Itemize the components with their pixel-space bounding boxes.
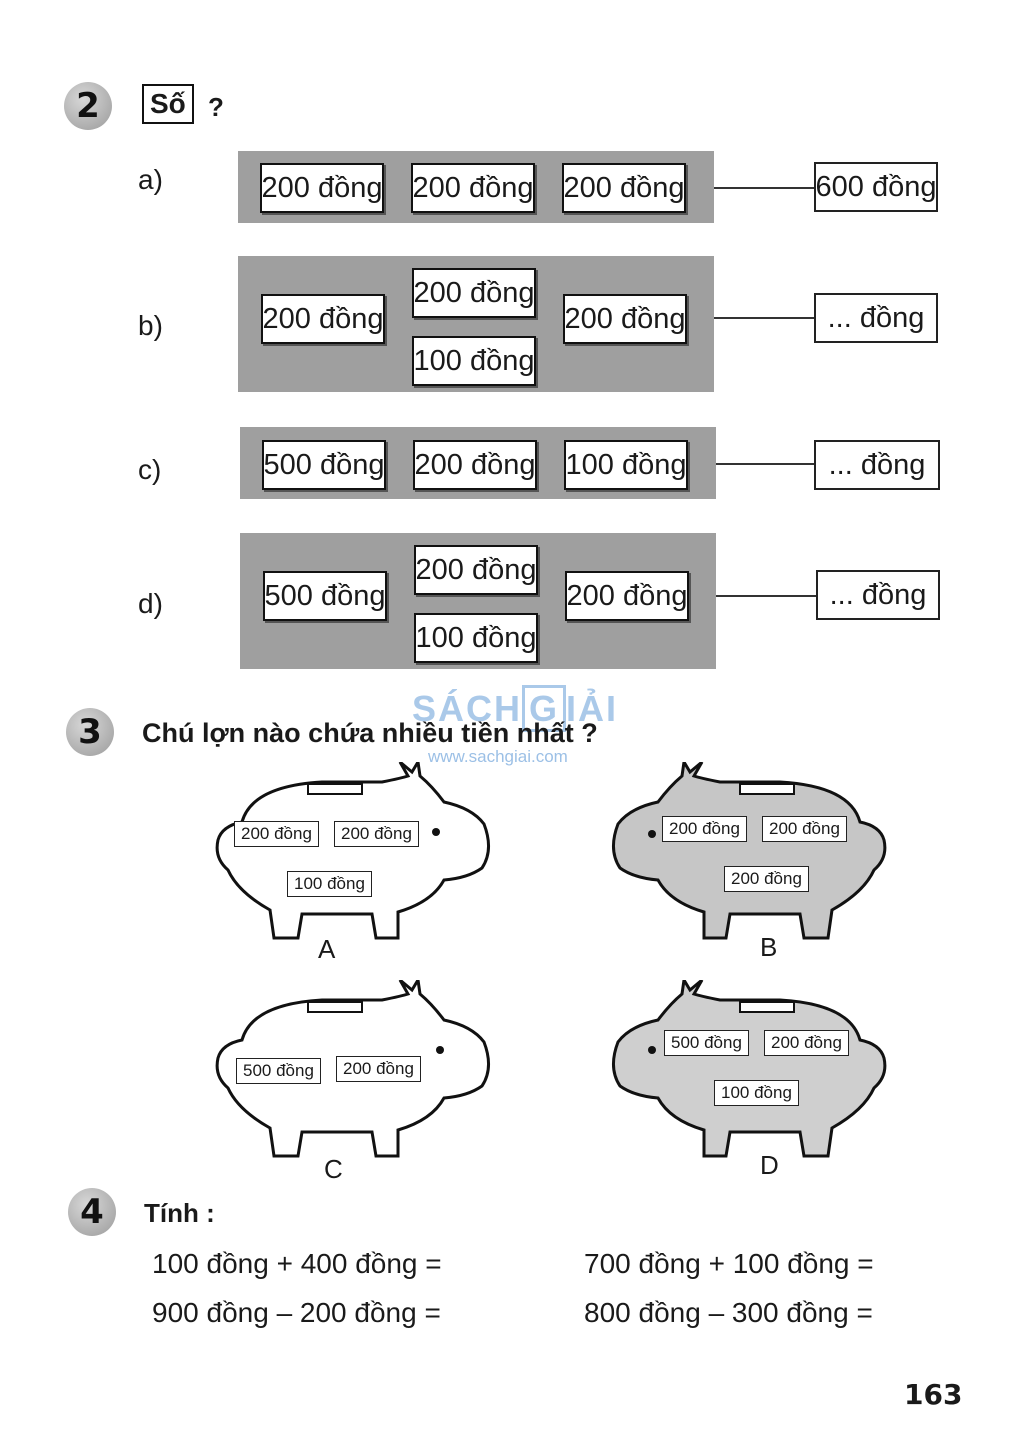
money-note: 200 đồng [414,545,538,595]
money-note: 500 đồng [263,571,387,621]
money-note: 200 đồng [411,163,535,213]
pig-label-d: D [760,1150,779,1180]
exercise-4-badge: 4 [68,1188,116,1236]
piggy-bank-a [215,762,490,940]
row-c-label: c) [138,454,162,485]
exercise-2-badge: 2 [64,82,112,130]
money-note: 500 đồng [262,440,386,490]
exercise-number: 3 [78,712,102,752]
row-b-label: b) [138,310,163,341]
exercise-number: 4 [80,1192,104,1232]
piggy-bank-b [612,762,887,940]
money-note: 500 đồng [236,1058,321,1084]
money-note: 200 đồng [413,440,537,490]
calc-expression: 900 đồng – 200 đồng = [152,1297,441,1328]
pig-label-c: C [324,1154,343,1184]
money-note: 500 đồng [664,1030,749,1056]
exercise-3-question: Chú lợn nào chứa nhiều tiền nhất ? [142,718,598,748]
page-number: 163 [904,1378,963,1411]
money-note: 200 đồng [234,821,319,847]
money-note: 200 đồng [336,1056,421,1082]
row-a-result: 600 đồng [814,162,938,212]
money-note: 100 đồng [564,440,688,490]
exercise-2-title-suffix: ? [208,92,224,122]
exercise-3-badge: 3 [66,708,114,756]
money-note: 200 đồng [563,294,687,344]
money-note: 200 đồng [565,571,689,621]
watermark-brand-right: IẢI [566,688,619,729]
money-note: 100 đồng [412,336,536,386]
calc-expression: 700 đồng + 100 đồng = [584,1248,874,1279]
calc-expression: 800 đồng – 300 đồng = [584,1297,873,1328]
row-d-result: ... đồng [816,570,940,620]
money-note: 100 đồng [414,613,538,663]
piggy-bank-d [612,980,887,1158]
money-note: 200 đồng [662,816,747,842]
money-note: 200 đồng [334,821,419,847]
calc-expression: 100 đồng + 400 đồng = [152,1248,442,1279]
watermark-brand-left: SÁCH [412,688,523,729]
exercise-number: 2 [76,86,100,126]
pig-label-a: A [318,934,336,964]
exercise-4-title: Tính : [144,1198,215,1228]
money-note: 200 đồng [562,163,686,213]
watermark-brand-mid: G [522,685,567,732]
money-note: 200 đồng [762,816,847,842]
money-note: 200 đồng [724,866,809,892]
connector-line [716,463,814,465]
row-b-result: ... đồng [814,293,938,343]
connector-line [714,187,814,189]
money-note: 200 đồng [261,294,385,344]
connector-line [714,317,814,319]
money-note: 100 đồng [714,1080,799,1106]
money-note: 100 đồng [287,871,372,897]
pig-label-b: B [760,932,778,962]
money-note: 200 đồng [260,163,384,213]
connector-line [716,595,816,597]
money-note: 200 đồng [764,1030,849,1056]
watermark-url: www.sachgiai.com [428,747,568,766]
row-a-label: a) [138,164,163,195]
money-note: 200 đồng [412,268,536,318]
row-d-label: d) [138,588,163,619]
exercise-2-title-box: Số [142,84,194,124]
row-c-result: ... đồng [814,440,940,490]
